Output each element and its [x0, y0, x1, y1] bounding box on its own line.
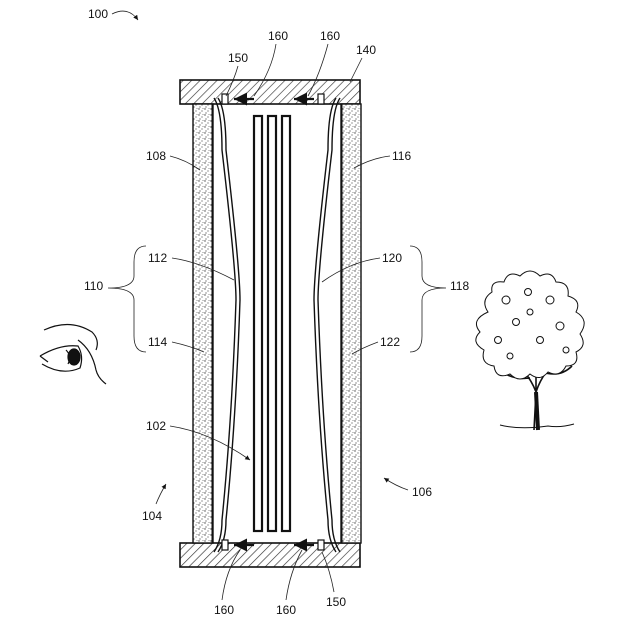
ref-122: 122: [380, 335, 400, 349]
center-plate-3: [280, 114, 292, 533]
leader-102: [169, 425, 251, 461]
right-pane: [340, 103, 362, 544]
leader-106: [383, 477, 409, 491]
ref-104: 104: [142, 509, 162, 523]
window-assembly: [179, 79, 362, 568]
clip-bottom-left: [221, 539, 229, 551]
leader-122: [351, 341, 379, 355]
ref-100: 100: [88, 7, 108, 21]
leader-114: [171, 341, 205, 353]
bracket-118: [409, 245, 447, 353]
clip-bottom-right: [317, 539, 325, 551]
ref-140: 140: [356, 43, 376, 57]
right-film-inner: [313, 97, 337, 553]
ref-108: 108: [146, 149, 166, 163]
clip-top-right: [317, 93, 325, 105]
ref-160-top-b: 160: [320, 29, 340, 43]
leader-150-bot: [321, 551, 335, 593]
leader-120: [321, 257, 381, 283]
ref-160-top-a: 160: [268, 29, 288, 43]
left-film-inner: [217, 97, 241, 553]
ref-118: 118: [450, 279, 469, 293]
center-plate-2: [266, 114, 278, 533]
ref-150-bot: 150: [326, 595, 346, 609]
top-frame: [179, 79, 361, 105]
ref-110: 110: [84, 279, 103, 293]
center-plate-1: [252, 114, 264, 533]
leader-104: [155, 483, 167, 505]
bracket-110: [107, 245, 147, 353]
leader-108: [169, 155, 201, 171]
ref-102: 102: [146, 419, 166, 433]
ref-160-bot-b: 160: [276, 603, 296, 617]
leader-140: [349, 57, 363, 83]
ref-114: 114: [148, 335, 167, 349]
eye-icon: [39, 323, 107, 385]
leader-160-top-b: [307, 43, 329, 97]
ref-120: 120: [382, 251, 402, 265]
ref-112: 112: [148, 251, 167, 265]
ref-160-bot-a: 160: [214, 603, 234, 617]
leader-160-top-a: [253, 43, 277, 97]
tree-icon: [475, 270, 585, 431]
leader-112: [171, 257, 235, 281]
leader-150-top: [225, 65, 239, 97]
bottom-frame: [179, 542, 361, 568]
left-pane: [192, 103, 214, 544]
leader-116: [353, 155, 391, 169]
ref-106: 106: [412, 485, 432, 499]
ref-116: 116: [392, 149, 411, 163]
left-film: [213, 97, 237, 553]
leader-160-bot-a: [221, 549, 241, 601]
ref-150-top: 150: [228, 51, 248, 65]
right-film: [317, 97, 341, 553]
leader-100: [111, 10, 139, 21]
leader-160-bot-b: [285, 549, 303, 601]
annotations: 100 150 160 160 140 108 116 110 112 114 …: [84, 7, 469, 617]
clip-top-left: [221, 93, 229, 105]
